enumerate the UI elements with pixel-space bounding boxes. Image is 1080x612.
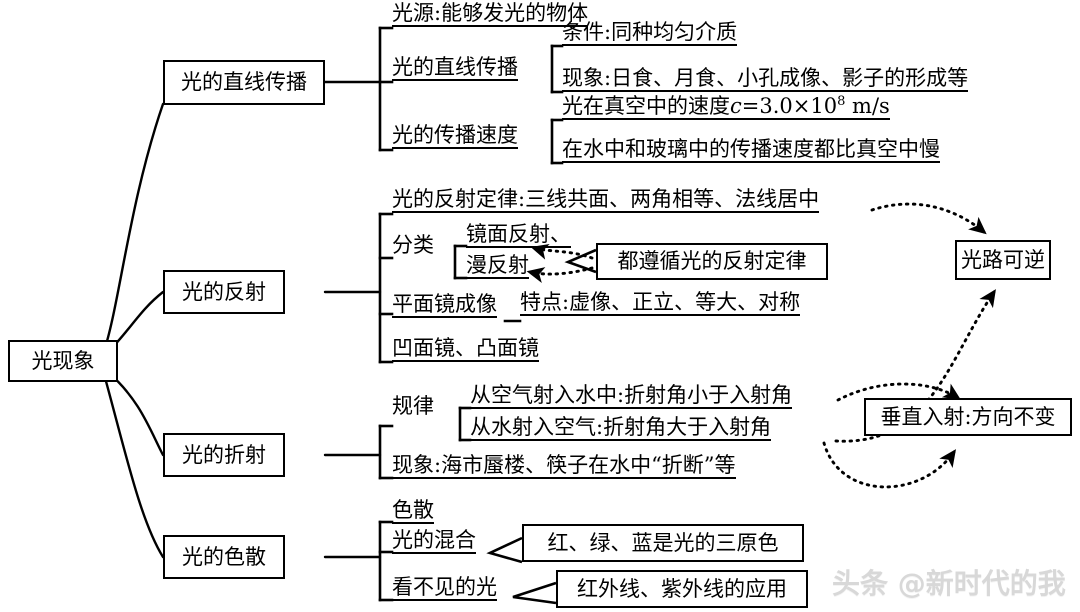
leaf-slower-in-media-text: 在水中和玻璃中的传播速度都比真空中慢	[562, 137, 940, 161]
edge-root-to-rectilinear	[103, 102, 165, 350]
branch-label-dispersion: 光的色散	[182, 544, 266, 569]
leaf-plane-mirror-features-text: 特点:虚像、正立、等大、对称	[520, 290, 801, 314]
side-box-reversible-path-text: 光路可逆	[961, 247, 1045, 272]
leaf-plane-mirror-image-text: 平面镜成像	[392, 292, 497, 316]
callout-three-primary-colors-text: 红、绿、蓝是光的三原色	[547, 530, 779, 555]
leaf-refraction-rule-text: 规律	[392, 394, 434, 418]
leaf-concave-convex-mirror: 凹面镜、凸面镜	[392, 338, 539, 362]
leaf-plane-mirror-features: 特点:虚像、正立、等大、对称	[520, 290, 801, 316]
side-box-reversible-path[interactable]: 光路可逆	[955, 240, 1051, 280]
leaf-rectilinear-phenomena: 现象:日食、月食、小孔成像、影子的形成等	[562, 66, 969, 92]
watermark: 头条 @新时代的我	[832, 562, 1066, 602]
branch-node-rectilinear[interactable]: 光的直线传播	[163, 60, 325, 105]
callout-invisible-light-use-text: 红外线、紫外线的应用	[577, 576, 787, 601]
leaf-refraction-rule: 规律	[392, 396, 434, 417]
edge-root-to-refraction	[106, 370, 165, 457]
callout-reflection-law-text: 都遵循光的反射定律	[617, 249, 807, 273]
watermark-text: 头条 @新时代的我	[832, 567, 1066, 600]
leaf-slower-in-media: 在水中和玻璃中的传播速度都比真空中慢	[562, 139, 940, 163]
callout-reflection-law[interactable]: 都遵循光的反射定律	[596, 243, 828, 280]
edge-root-to-dispersion	[102, 372, 165, 559]
leader-primary-colors	[486, 536, 523, 564]
leaf-diffuse-reflection-text: 漫反射	[466, 253, 529, 277]
leaf-plane-mirror-image: 平面镜成像	[392, 294, 497, 318]
leaf-reflection-law: 光的反射定律:三线共面、两角相等、法线居中	[392, 187, 820, 213]
leaf-rectilinear-propagation: 光的直线传播	[392, 57, 518, 81]
dotted-phenomena-to-normal-lower	[822, 441, 957, 489]
leaf-vacuum-speed-value: 光在真空中的速度c=3.0×108 m/s	[562, 94, 890, 120]
leaf-dispersion-text: 色散	[392, 498, 434, 522]
leaf-light-mixing-text: 光的混合	[392, 528, 476, 552]
leaf-reflection-law-text: 光的反射定律:三线共面、两角相等、法线居中	[392, 187, 820, 211]
leaf-vacuum-speed-value-text: 光在真空中的速度c=3.0×108 m/s	[562, 94, 890, 118]
root-label: 光现象	[31, 348, 95, 373]
leaf-speed-of-light-text: 光的传播速度	[392, 123, 518, 147]
leaf-condition-medium-text: 条件:同种均匀介质	[562, 20, 738, 44]
leaf-light-mixing: 光的混合	[392, 530, 476, 554]
branch-node-reflection[interactable]: 光的反射	[163, 270, 285, 314]
leaf-water-to-air: 从水射入空气:折射角大于入射角	[470, 415, 772, 441]
leaf-light-source-text: 光源:能够发光的物体	[392, 1, 589, 25]
leaf-dispersion: 色散	[392, 500, 434, 524]
leaf-condition-medium: 条件:同种均匀介质	[562, 20, 738, 46]
leaf-light-source: 光源:能够发光的物体	[392, 1, 589, 27]
leader-invisible-light	[512, 581, 557, 605]
leaf-water-to-air-text: 从水射入空气:折射角大于入射角	[470, 415, 772, 439]
leaf-refraction-phenomena-text: 现象:海市蜃楼、筷子在水中“折断”等	[392, 453, 736, 477]
leaf-speed-of-light: 光的传播速度	[392, 125, 518, 149]
side-box-normal-incidence[interactable]: 垂直入射:方向不变	[864, 398, 1072, 436]
dotted-callout-to-specular	[530, 244, 594, 260]
root-node-light-phenomena[interactable]: 光现象	[8, 340, 118, 382]
leaf-invisible-light-text: 看不见的光	[392, 575, 497, 599]
callout-invisible-light-use[interactable]: 红外线、紫外线的应用	[556, 570, 808, 608]
leaf-classification-text: 分类	[392, 233, 434, 257]
leaf-air-to-water-text: 从空气射入水中:折射角小于入射角	[470, 383, 793, 407]
leaf-rectilinear-propagation-text: 光的直线传播	[392, 55, 518, 79]
leaf-rectilinear-phenomena-text: 现象:日食、月食、小孔成像、影子的形成等	[562, 66, 969, 90]
side-box-normal-incidence-text: 垂直入射:方向不变	[880, 404, 1056, 429]
leaf-air-to-water: 从空气射入水中:折射角小于入射角	[470, 383, 793, 409]
leader-reflection-law	[564, 248, 597, 274]
leaf-specular-reflection: 镜面反射、	[466, 224, 571, 248]
dotted-reflection-to-reversible	[870, 202, 987, 235]
callout-three-primary-colors[interactable]: 红、绿、蓝是光的三原色	[522, 524, 804, 562]
branch-node-refraction[interactable]: 光的折射	[163, 433, 285, 477]
leaf-classification: 分类	[392, 235, 434, 256]
leaf-specular-reflection-text: 镜面反射、	[466, 222, 571, 246]
leaf-invisible-light: 看不见的光	[392, 577, 497, 601]
branch-label-rectilinear: 光的直线传播	[181, 70, 307, 94]
leaf-concave-convex-mirror-text: 凹面镜、凸面镜	[392, 336, 539, 360]
leaf-diffuse-reflection: 漫反射	[466, 255, 529, 279]
dotted-callout-to-diffuse	[526, 266, 594, 283]
branch-label-refraction: 光的折射	[182, 442, 266, 467]
branch-node-dispersion[interactable]: 光的色散	[163, 535, 285, 579]
branch-label-reflection: 光的反射	[182, 279, 266, 304]
leaf-refraction-phenomena: 现象:海市蜃楼、筷子在水中“折断”等	[392, 455, 736, 479]
